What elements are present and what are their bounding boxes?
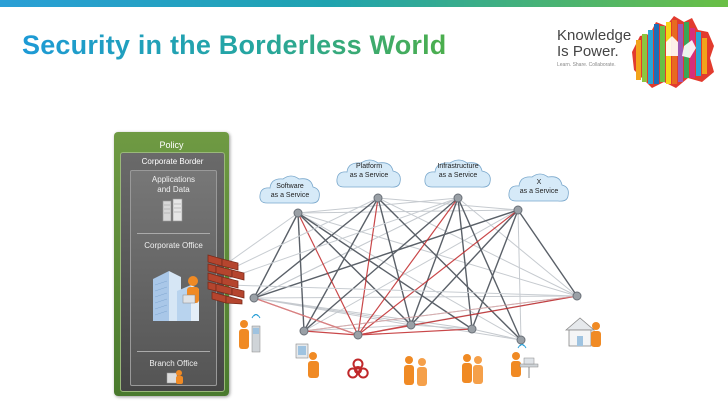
cloud-x-line2: as a Service	[519, 188, 559, 195]
network-node	[406, 320, 416, 330]
logo-line2: Is Power.	[557, 43, 619, 60]
top-accent-bar	[0, 0, 728, 7]
logo-text: Knowledge Is Power. Learn. Share. Collab…	[557, 27, 632, 69]
cloud-icon	[424, 159, 491, 188]
policy-panel: Policy Corporate Border Applications and…	[114, 132, 229, 396]
server-icon	[162, 198, 183, 222]
corporate-office-label: Corporate Office	[144, 241, 203, 250]
cloud-software: Software as a Service	[257, 171, 323, 211]
corporate-border-label: Corporate Border	[141, 157, 204, 166]
cloud-infrastructure-label: Infrastructure as a Service	[422, 162, 494, 180]
divider	[137, 233, 210, 234]
canada-map-logo-icon	[632, 16, 714, 88]
network-node	[516, 335, 526, 345]
two-people-icon	[462, 354, 483, 384]
cloud-x-label: X as a Service	[506, 178, 572, 196]
branch-office-label: Branch Office	[149, 359, 198, 368]
policy-label: Policy	[159, 140, 184, 150]
cloud-icon	[259, 175, 320, 204]
cloud-platform-line2: as a Service	[349, 172, 389, 179]
cloud-platform-line1: Platform	[355, 163, 383, 170]
corporate-inner-box: Applications and Data Corporate Office	[130, 170, 217, 386]
network-node	[453, 193, 463, 203]
logo-tagline: Learn. Share. Collaborate.	[557, 62, 616, 68]
network-node	[299, 326, 309, 336]
house-person-icon	[564, 317, 601, 347]
cloud-infrastructure-line2: as a Service	[438, 172, 478, 179]
applications-label: Applications	[151, 175, 196, 184]
logo-line1: Knowledge	[557, 27, 632, 44]
network-node	[249, 293, 259, 303]
divider	[137, 351, 210, 352]
biohazard-icon	[347, 358, 369, 379]
group-people-icon	[404, 356, 427, 386]
cloud-platform-label: Platform as a Service	[334, 162, 404, 180]
cloud-software-line1: Software	[276, 183, 304, 190]
corporate-border-panel: Corporate Border Applications and Data C…	[120, 152, 225, 392]
brick-wall-icon	[207, 254, 245, 305]
kiosk-person-icon	[239, 314, 261, 353]
network-node	[353, 330, 363, 340]
network-node	[572, 291, 582, 301]
cloud-software-line2: as a Service	[270, 192, 310, 199]
slide-title: Security in the Borderless World	[22, 30, 447, 60]
network-node	[513, 205, 523, 215]
cloud-infrastructure-line1: Infrastructure	[437, 163, 479, 170]
branch-person-icon	[166, 370, 183, 384]
cloud-icon	[336, 159, 401, 188]
cloud-infrastructure: Infrastructure as a Service	[422, 155, 494, 195]
tablet-person-icon	[295, 343, 319, 378]
cafe-laptop-person-icon	[511, 344, 539, 378]
cloud-x: X as a Service	[506, 169, 572, 209]
building-icon	[153, 271, 199, 321]
cloud-platform: Platform as a Service	[334, 155, 404, 195]
network-node	[293, 208, 303, 218]
cloud-x-line1: X	[536, 179, 542, 186]
network-node	[373, 193, 383, 203]
applications-label-line2: and Data	[157, 185, 190, 194]
cloud-software-label: Software as a Service	[257, 182, 323, 200]
cloud-icon	[508, 173, 569, 202]
network-node	[467, 324, 477, 334]
